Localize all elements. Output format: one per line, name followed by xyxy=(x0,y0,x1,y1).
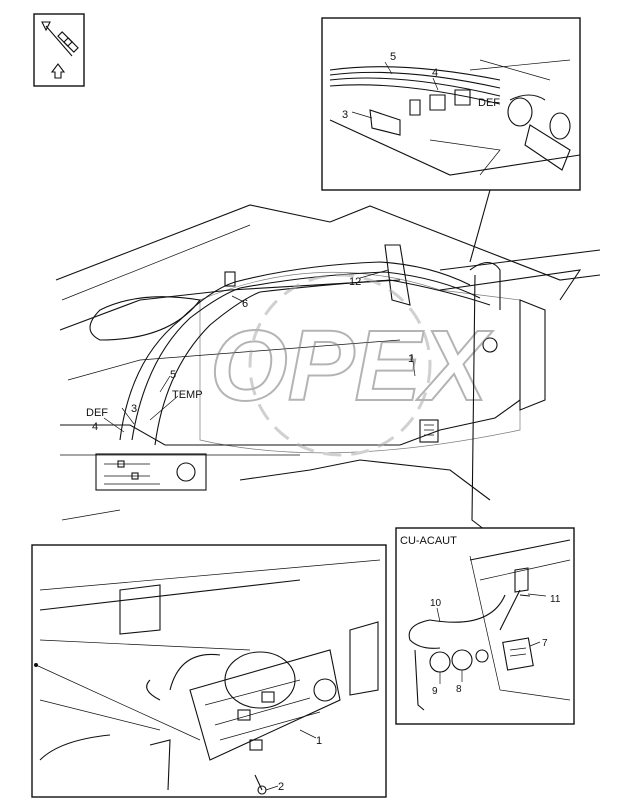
callout-5: 5 xyxy=(170,369,176,381)
cu-acaut-title: CU-ACAUT xyxy=(400,535,457,547)
inset-callout-3: 3 xyxy=(342,109,348,121)
switch-callout-7: 7 xyxy=(542,638,548,649)
air-vent xyxy=(419,419,439,443)
panel-callout-2: 2 xyxy=(278,781,284,793)
top-inset-detail xyxy=(321,17,581,191)
callout-12: 12 xyxy=(349,276,361,288)
callout-4: 4 xyxy=(92,421,98,433)
cable-def xyxy=(119,281,236,441)
bottom-right-inset-frame xyxy=(395,527,575,725)
switch-callout-10: 10 xyxy=(430,598,442,609)
cable-temp xyxy=(131,287,241,441)
watermark-text: OPEX xyxy=(210,310,493,422)
switch-callout-9: 9 xyxy=(432,686,438,697)
def-label: DEF xyxy=(86,407,108,419)
inset-callout-4: 4 xyxy=(432,67,438,79)
bottom-left-inset-frame xyxy=(31,544,387,798)
switch-callout-11: 11 xyxy=(550,594,561,605)
bottom-right-inset-detail xyxy=(395,527,575,725)
ac-switch xyxy=(502,637,534,671)
inset-def-label: DEF xyxy=(478,97,500,109)
up-arrow-icon xyxy=(50,63,66,79)
dashboard-view xyxy=(55,204,601,521)
callout-1: 1 xyxy=(408,353,414,365)
hvac-module xyxy=(189,649,341,761)
opex-watermark: OPEX xyxy=(199,271,521,457)
temp-label: TEMP xyxy=(172,389,203,401)
callout-3: 3 xyxy=(131,403,137,415)
orientation-arrow-icon xyxy=(41,21,73,57)
bottom-left-inset-detail xyxy=(31,544,387,798)
panel-callout-1: 1 xyxy=(316,735,322,747)
inset-callout-5: 5 xyxy=(390,51,396,63)
orientation-icon xyxy=(33,13,85,87)
switch-callout-8: 8 xyxy=(456,684,462,695)
callout-6: 6 xyxy=(242,298,248,310)
top-inset-frame xyxy=(321,17,581,191)
hvac-control-panel xyxy=(95,453,207,491)
